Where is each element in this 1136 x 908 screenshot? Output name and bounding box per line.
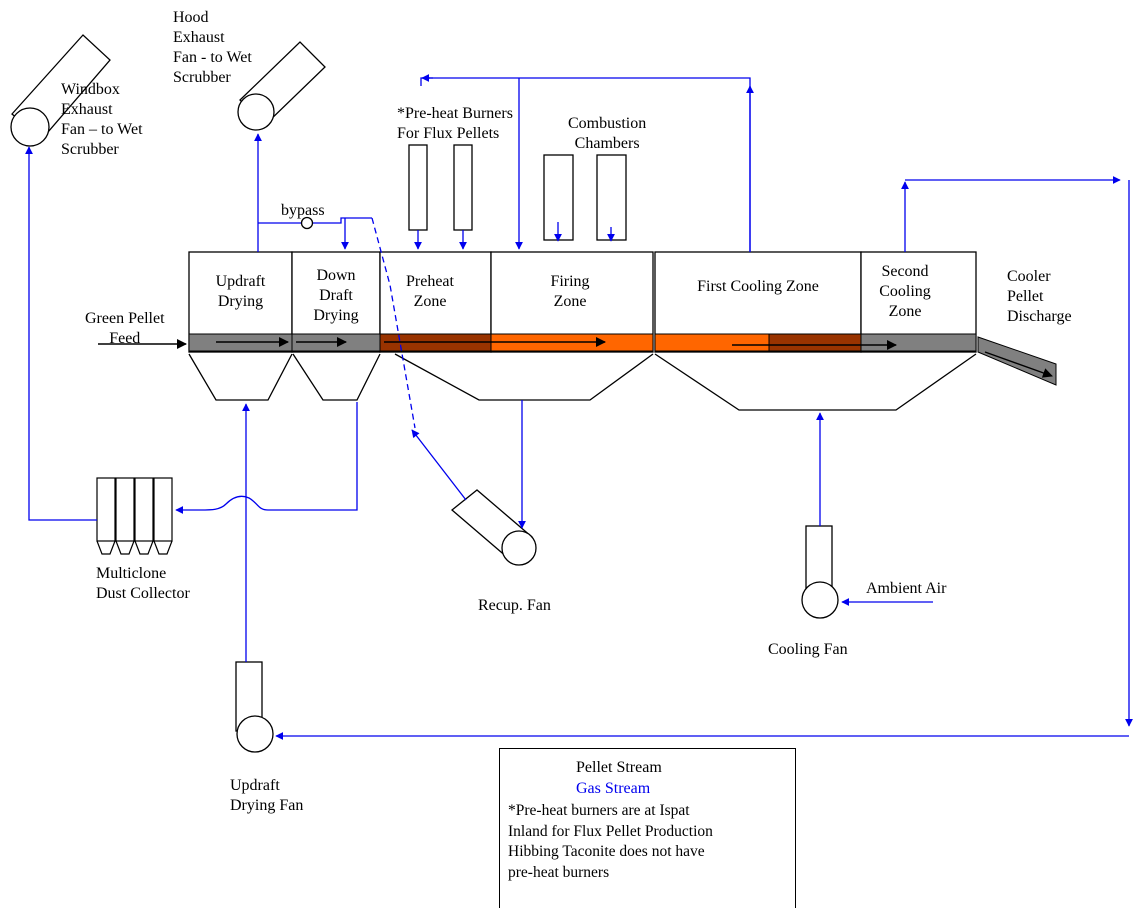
combustion-chambers-label: Combustion Chambers xyxy=(568,115,647,152)
hood-exhaust-fan xyxy=(237,41,326,131)
updraft-drying-fan-label: Updraft Drying Fan xyxy=(230,777,304,814)
first-cooling-zone-label: First Cooling Zone xyxy=(697,278,819,295)
multiclone-dust-collector xyxy=(96,477,173,555)
legend-pellet-stream: Pellet Stream xyxy=(576,759,662,776)
hood-exhaust-fan-label: Hood Exhaust Fan - to Wet Scrubber xyxy=(173,9,252,86)
preheat-burner-left xyxy=(408,144,428,231)
updraft-drying-label: Updraft Drying xyxy=(215,273,266,310)
recup-fan xyxy=(450,489,537,566)
ambient-air-label: Ambient Air xyxy=(866,580,947,597)
cooling-fan-label: Cooling Fan xyxy=(768,641,848,658)
windbox-hoppers xyxy=(188,353,977,411)
legend-note-line: Hibbing Taconite does not have xyxy=(508,843,705,860)
preheat-burners-label: *Pre-heat Burners For Flux Pellets xyxy=(397,105,513,142)
windbox-exhaust-fan-label: Windbox Exhaust Fan – to Wet Scrubber xyxy=(61,81,143,158)
multiclone-label: Multiclone Dust Collector xyxy=(96,565,190,602)
discharge-chute xyxy=(977,336,1057,386)
green-pellet-feed-label: Green Pellet Feed xyxy=(85,310,165,347)
legend: Pellet Stream Gas Stream *Pre-heat burne… xyxy=(499,748,796,908)
legend-note-line: pre-heat burners xyxy=(508,863,610,881)
grate-cooling-1b xyxy=(768,333,862,352)
cooler-pellet-discharge-label: Cooler Pellet Discharge xyxy=(1007,268,1072,325)
windbox-exhaust-fan xyxy=(10,34,111,147)
pellet-flow xyxy=(98,337,1053,378)
preheat-zone-label: Preheat Zone xyxy=(406,273,454,310)
legend-note-line: *Pre-heat burners are at Ispat xyxy=(508,802,690,819)
updraft-drying-fan xyxy=(235,661,274,753)
gas-flow xyxy=(25,74,1133,740)
legend-note: *Pre-heat burners are at Ispat Inland fo… xyxy=(508,801,713,883)
grate-cooling-1a xyxy=(654,333,770,352)
firing-zone-label: Firing Zone xyxy=(550,273,590,310)
legend-gas-stream: Gas Stream xyxy=(576,780,651,797)
recup-fan-label: Recup. Fan xyxy=(478,597,551,614)
legend-note-line: Inland for Flux Pellet Production xyxy=(508,822,713,840)
preheat-burner-right xyxy=(453,144,473,231)
second-cooling-zone-label: Second Cooling Zone xyxy=(879,263,931,320)
cooling-fan xyxy=(801,525,839,619)
bypass-label: bypass xyxy=(281,202,325,219)
bypass-valve xyxy=(300,216,314,230)
down-draft-drying-label: Down Draft Drying xyxy=(313,267,359,324)
grate-cooling-2 xyxy=(860,333,977,352)
